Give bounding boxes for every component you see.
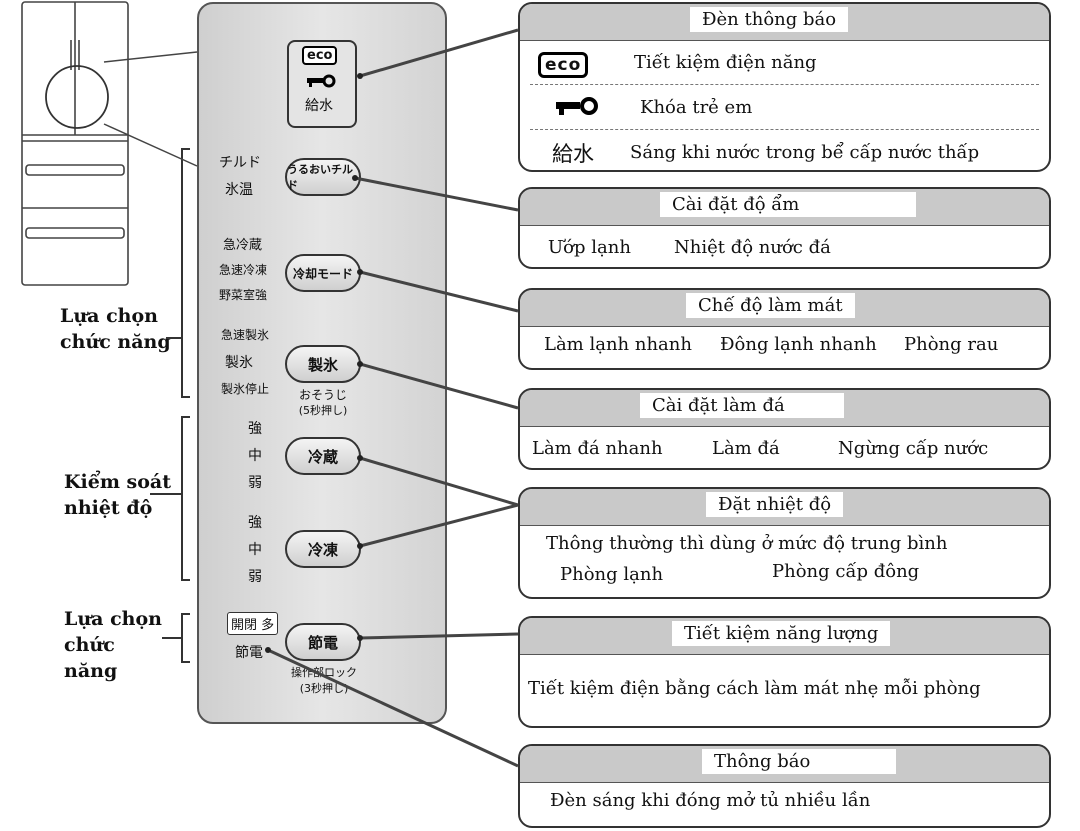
key-lock-icon xyxy=(556,97,598,115)
cooling-option: Làm lạnh nhanh xyxy=(544,334,692,355)
hold-3s-label: (3秒押し) xyxy=(299,682,349,695)
chilled-label: チルド xyxy=(219,155,261,171)
child-lock-description: Khóa trẻ em xyxy=(640,97,753,118)
row-divider xyxy=(530,84,1039,85)
ice-making-label: 製氷 xyxy=(225,355,253,371)
row-divider xyxy=(530,129,1039,130)
water-supply-label: 給水 xyxy=(305,98,333,114)
ice-option: Ngừng cấp nước xyxy=(838,438,989,459)
water-supply-description: Sáng khi nước trong bể cấp nước thấp xyxy=(630,142,980,163)
cooling-option: Đông lạnh nhanh xyxy=(720,334,877,355)
vegetable-strong-label: 野菜室強 xyxy=(219,288,268,302)
water-supply-label: 給水 xyxy=(552,142,594,166)
temperature-box: Đặt nhiệt độ Thông thường thì dùng ở mức… xyxy=(518,487,1051,599)
cleaning-label: おそうじ xyxy=(298,388,347,402)
alert-description: Đèn sáng khi đóng mở tủ nhiều lần xyxy=(550,790,871,811)
quick-chill-label: 急冷蔵 xyxy=(223,238,263,253)
energy-saving-box: Tiết kiệm năng lượng Tiết kiệm điện bằng… xyxy=(518,616,1051,728)
notification-lights-box: Đèn thông báo eco Tiết kiệm điện năng Kh… xyxy=(518,2,1051,172)
door-frequency-indicator: 開閉 多 xyxy=(227,612,279,635)
bracket-temp xyxy=(181,416,190,581)
hold-5s-label: (5秒押し) xyxy=(298,404,348,417)
box-header: Thông báo xyxy=(520,746,1049,783)
alert-box: Thông báo Đèn sáng khi đóng mở tủ nhiều … xyxy=(518,744,1051,828)
eco-icon: eco xyxy=(538,52,589,78)
indicator-group: eco 給水 xyxy=(287,40,357,128)
cooling-mode-button[interactable]: 冷却モード xyxy=(285,254,361,292)
box-title: Cài đặt độ ẩm xyxy=(660,192,916,217)
fridge-temp-button[interactable]: 冷蔵 xyxy=(285,437,361,475)
box-title: Thông báo xyxy=(702,749,896,774)
box-header: Cài đặt làm đá xyxy=(520,390,1049,427)
control-panel: eco 給水 チルド 氷温 うるおいチルド 急冷蔵 急速冷凍 野菜室強 冷却モー… xyxy=(197,2,447,724)
quick-freeze-label: 急速冷凍 xyxy=(219,263,268,277)
ice-option: Làm đá xyxy=(712,438,780,459)
temperature-room: Phòng lạnh xyxy=(560,564,664,585)
humidity-chilled-button[interactable]: うるおいチルド xyxy=(285,158,361,196)
function-select-label-1: Lựa chọn chức năng xyxy=(60,305,171,353)
box-header: Đặt nhiệt độ xyxy=(520,489,1049,526)
freezer-temp-button[interactable]: 冷凍 xyxy=(285,530,361,568)
box-header: Tiết kiệm năng lượng xyxy=(520,618,1049,655)
box-title: Cài đặt làm đá xyxy=(640,393,844,418)
temperature-room: Phòng cấp đông xyxy=(772,561,920,582)
ice-stop-label: 製氷停止 xyxy=(221,382,270,396)
box-title: Đèn thông báo xyxy=(690,7,849,32)
panel-zoom-circle xyxy=(45,65,109,129)
eco-description: Tiết kiệm điện năng xyxy=(634,52,817,73)
box-title: Tiết kiệm năng lượng xyxy=(672,621,891,646)
quick-ice-label: 急速製氷 xyxy=(221,328,270,342)
box-header: Chế độ làm mát xyxy=(520,290,1049,327)
cooling-mode-box: Chế độ làm mát Làm lạnh nhanh Đông lạnh … xyxy=(518,288,1051,370)
panel-lock-label: 操作部ロック xyxy=(291,666,357,679)
energy-save-button[interactable]: 節電 xyxy=(285,623,361,661)
box-header: Đèn thông báo xyxy=(520,4,1049,41)
energy-saving-description: Tiết kiệm điện bằng cách làm mát nhẹ mỗi… xyxy=(528,678,981,699)
fridge-drawer-handle xyxy=(25,164,125,176)
temperature-note: Thông thường thì dùng ở mức độ trung bìn… xyxy=(546,533,948,554)
ice-button[interactable]: 製氷 xyxy=(285,345,361,383)
fridge-weak-label: 弱 xyxy=(248,475,262,491)
fridge-strong-label: 強 xyxy=(248,421,262,437)
fridge-drawer-handle xyxy=(25,227,125,239)
freezer-strong-label: 強 xyxy=(248,515,262,531)
left-label-ticks xyxy=(150,337,182,639)
box-title: Chế độ làm mát xyxy=(686,293,855,318)
eco-icon: eco xyxy=(302,46,338,65)
box-header: Cài đặt độ ẩm xyxy=(520,189,1049,226)
energy-save-indicator-label: 節電 xyxy=(235,645,263,661)
humidity-box: Cài đặt độ ẩm Ướp lạnh Nhiệt độ nước đá xyxy=(518,187,1051,269)
freezer-weak-label: 弱 xyxy=(248,569,262,585)
freezer-medium-label: 中 xyxy=(248,542,262,558)
humidity-option: Ướp lạnh xyxy=(548,237,631,258)
fridge-medium-label: 中 xyxy=(248,448,262,464)
key-lock-icon xyxy=(307,74,336,88)
ice-settings-box: Cài đặt làm đá Làm đá nhanh Làm đá Ngừng… xyxy=(518,388,1051,470)
ice-temp-label: 氷温 xyxy=(225,182,253,198)
humidity-option: Nhiệt độ nước đá xyxy=(674,237,831,258)
temp-control-label: Kiểm soát nhiệt độ xyxy=(64,471,171,519)
function-select-label-2: Lựa chọn chức năng xyxy=(64,608,162,682)
cooling-option: Phòng rau xyxy=(904,334,999,355)
box-title: Đặt nhiệt độ xyxy=(706,492,844,517)
ice-option: Làm đá nhanh xyxy=(532,438,663,459)
